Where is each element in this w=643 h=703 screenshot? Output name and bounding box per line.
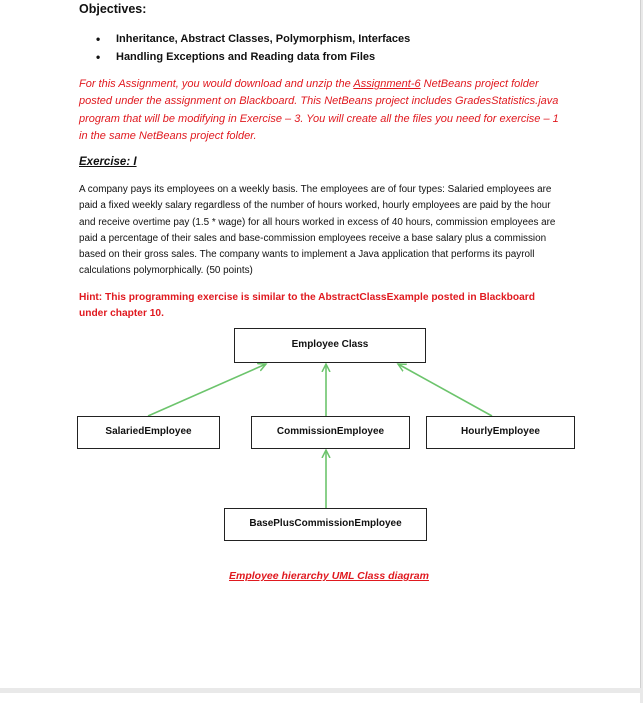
assignment-intro: For this Assignment, you would download … <box>79 76 569 145</box>
hourly-to-employee-arrow <box>398 364 493 417</box>
salaried-to-employee-arrow <box>147 364 266 417</box>
commission-employee-box: CommissionEmployee <box>251 416 410 449</box>
document-page: Objectives: • Inheritance, Abstract Clas… <box>0 0 641 688</box>
objective-item: • Handling Exceptions and Reading data f… <box>96 48 410 66</box>
assignment-link[interactable]: Assignment-6 <box>353 78 421 90</box>
commission-employee-label: CommissionEmployee <box>276 426 385 437</box>
objectives-list: • Inheritance, Abstract Classes, Polymor… <box>96 30 410 66</box>
salaried-employee-label: SalariedEmployee <box>105 426 192 437</box>
next-page-edge <box>0 693 640 703</box>
hourly-employee-box: HourlyEmployee <box>426 416 575 449</box>
salaried-employee-box: SalariedEmployee <box>77 416 220 449</box>
exercise-description: A company pays its employees on a weekly… <box>79 184 556 277</box>
base-plus-commission-employee-label: BasePlusCommissionEmployee <box>249 518 402 529</box>
employee-class-box: Employee Class <box>234 328 426 363</box>
objective-item: • Inheritance, Abstract Classes, Polymor… <box>96 30 410 48</box>
hint-text: Hint: This programming exercise is simil… <box>79 292 535 319</box>
base-plus-commission-employee-box: BasePlusCommissionEmployee <box>224 508 427 541</box>
diagram-caption: Employee hierarchy UML Class diagram <box>229 570 429 582</box>
hourly-employee-label: HourlyEmployee <box>461 426 540 437</box>
exercise-heading: Exercise: I <box>79 156 137 168</box>
objective-text: Inheritance, Abstract Classes, Polymorph… <box>116 33 411 45</box>
intro-text-end: NetBeans project folder posted under the… <box>79 78 559 142</box>
bullet-icon: • <box>96 32 101 46</box>
intro-text-start: For this Assignment, you would download … <box>79 78 354 90</box>
objectives-heading: Objectives: <box>79 2 147 16</box>
objective-text: Handling Exceptions and Reading data fro… <box>116 51 376 63</box>
employee-class-label: Employee Class <box>291 339 369 350</box>
bullet-icon: • <box>96 50 101 64</box>
